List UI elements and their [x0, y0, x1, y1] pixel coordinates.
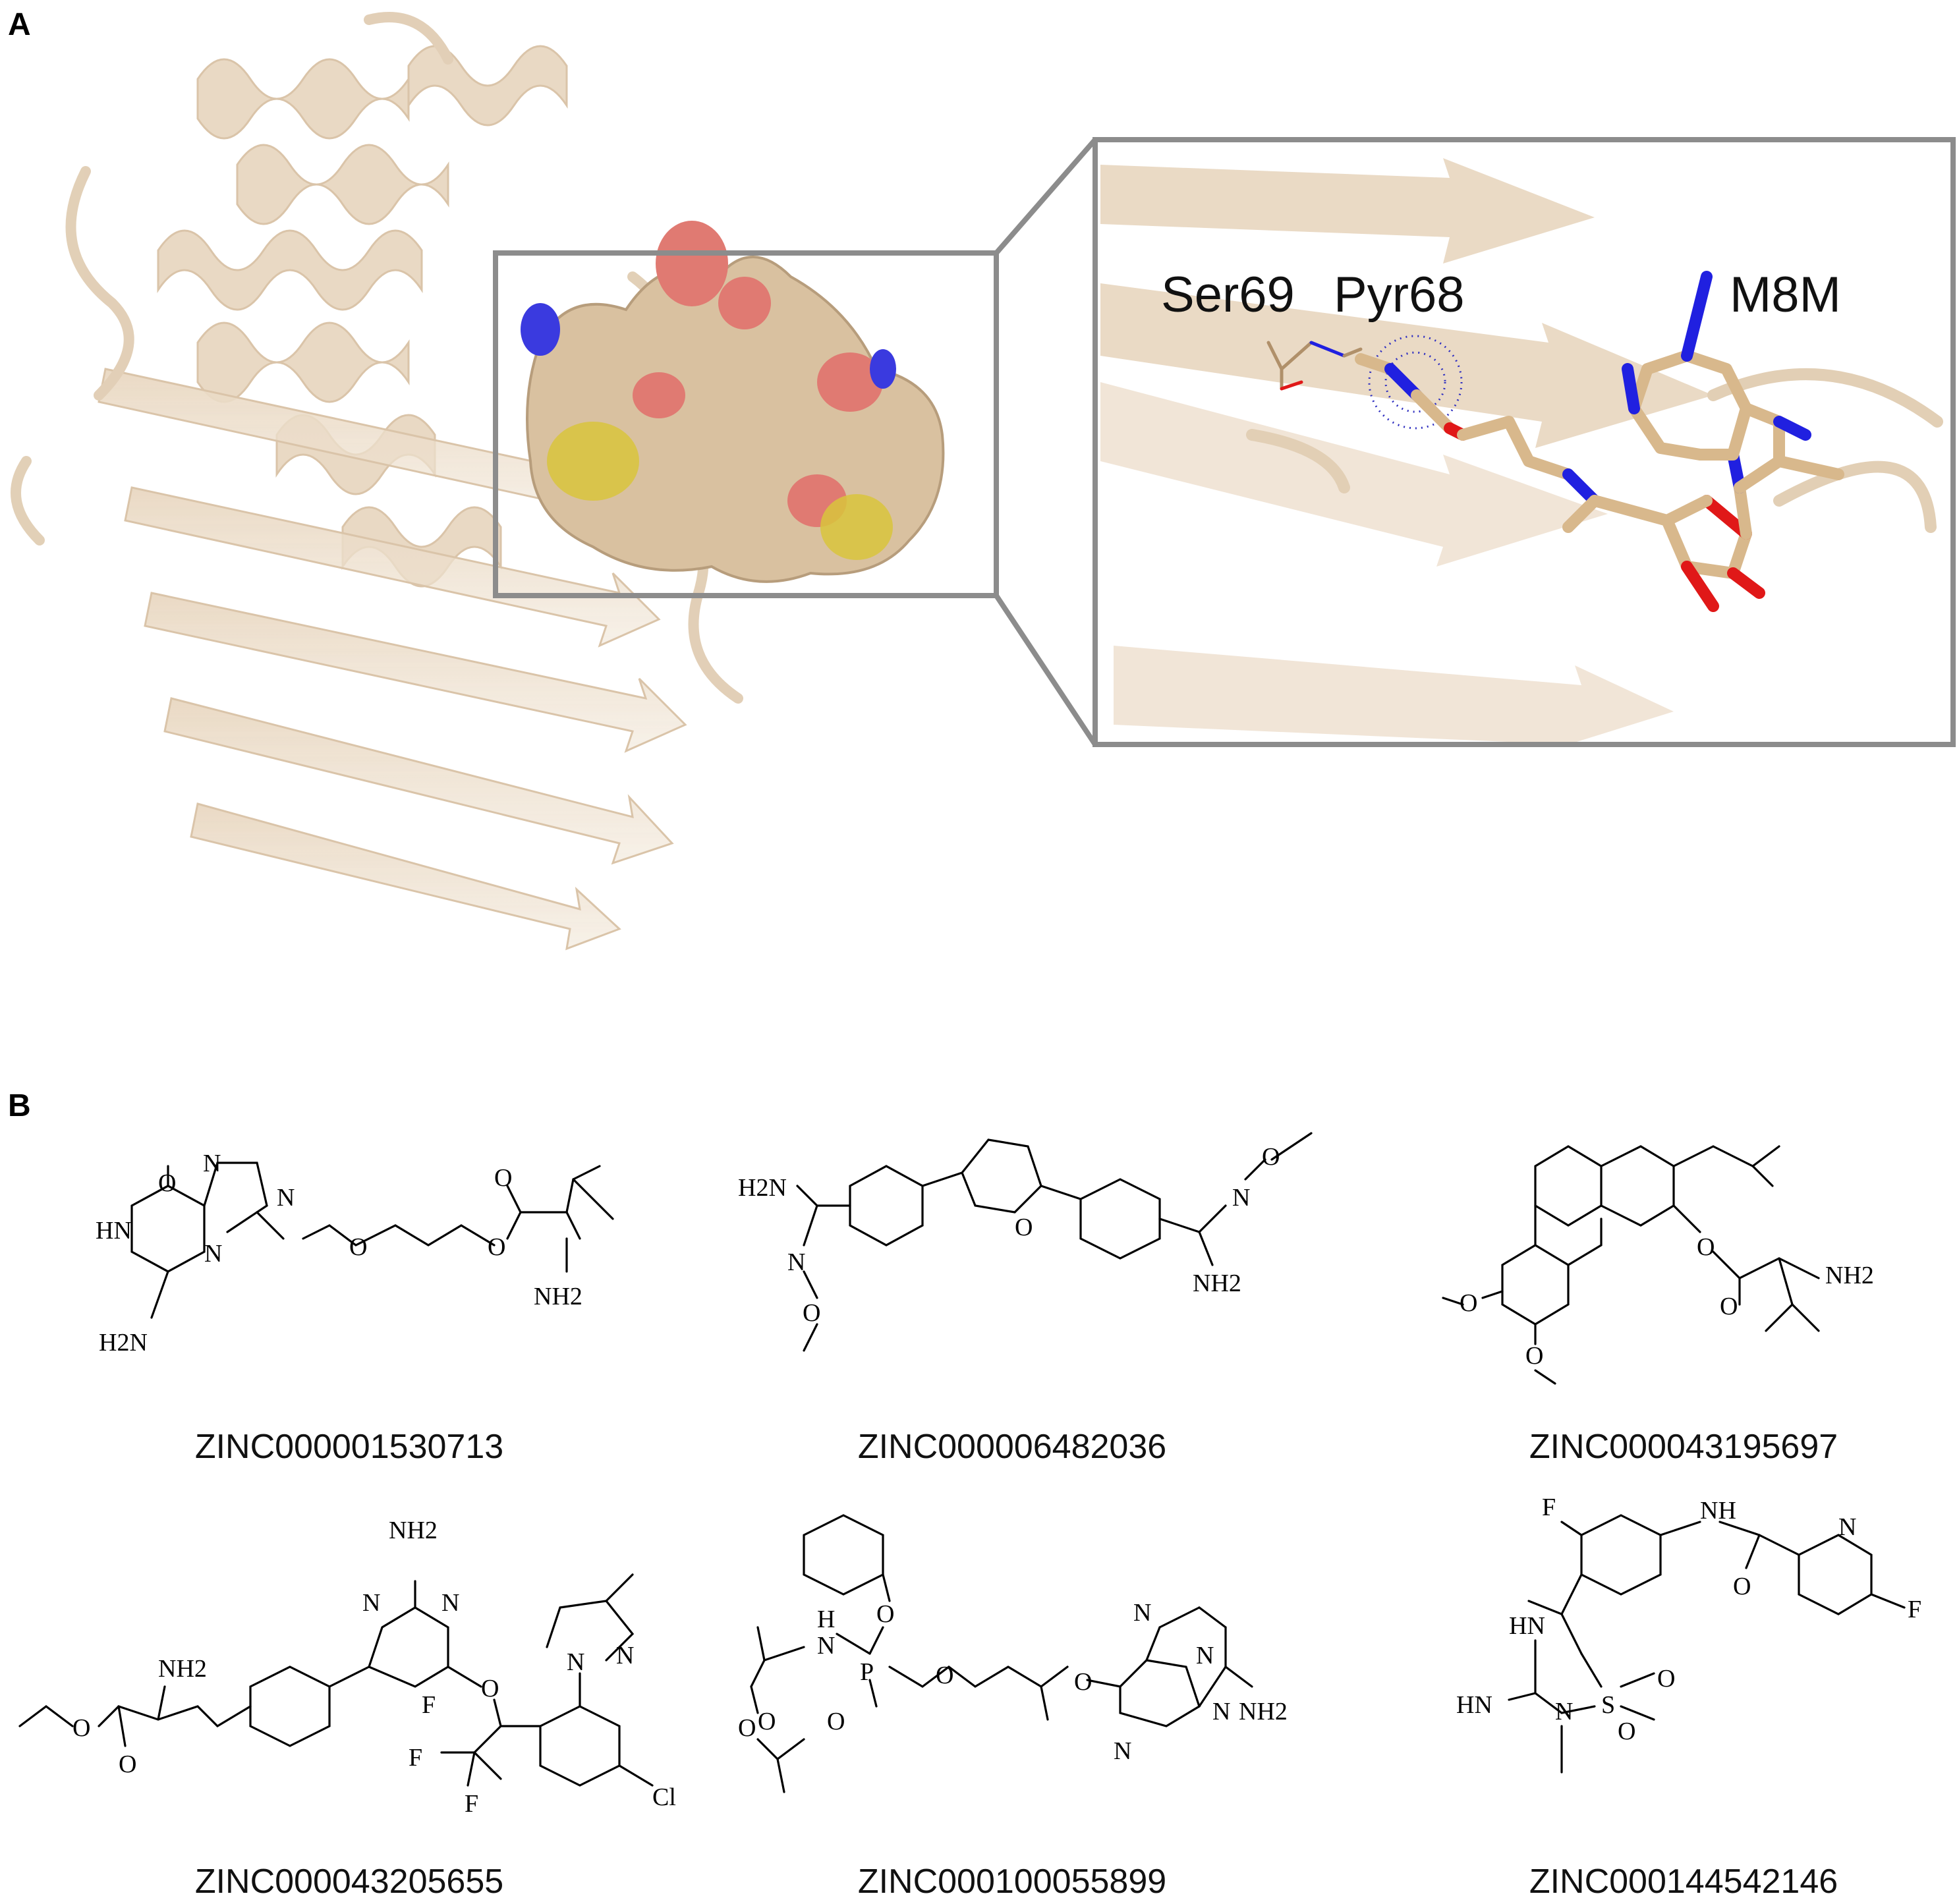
- atom-label: O: [1460, 1289, 1477, 1317]
- panel-b-letter: B: [8, 1088, 31, 1123]
- inset-label-pyr68: Pyr68: [1334, 267, 1465, 323]
- molecule-2-bonds: [796, 1132, 1313, 1352]
- atom-label: F: [1908, 1596, 1921, 1623]
- atom-label: O: [827, 1708, 845, 1735]
- atom-label: NH2: [1825, 1262, 1874, 1289]
- atom-label: O: [1657, 1665, 1675, 1693]
- atom-label: O: [1697, 1233, 1715, 1261]
- atom-label: O: [481, 1675, 499, 1702]
- atom-label: O: [158, 1169, 176, 1197]
- atom-label: O: [1262, 1143, 1280, 1171]
- atom-label: O: [488, 1233, 505, 1261]
- atom-label: N: [362, 1589, 380, 1617]
- atom-label: O: [738, 1714, 756, 1742]
- atom-label: N: [203, 1150, 221, 1177]
- panel-a-illustration: [11, 12, 1956, 951]
- atom-label: O: [758, 1708, 776, 1735]
- molecule-2-atoms: H2N N O O N O NH2: [738, 1143, 1280, 1327]
- atom-label: O: [119, 1750, 136, 1778]
- atom-label: NH2: [1239, 1698, 1288, 1725]
- atom-label: N: [1232, 1184, 1250, 1212]
- atom-label: NH: [1700, 1497, 1736, 1525]
- atom-label: N: [1114, 1737, 1131, 1765]
- atom-label: O: [349, 1233, 367, 1261]
- atom-label: N: [1133, 1599, 1151, 1627]
- atom-label: O: [1720, 1293, 1738, 1320]
- atom-label: O: [72, 1714, 90, 1742]
- atom-label: NH2: [1193, 1270, 1241, 1297]
- atom-label: O: [1015, 1214, 1033, 1241]
- atom-label: H2N: [99, 1329, 148, 1357]
- helix-bundle-top: [157, 45, 568, 588]
- inset-frame: [1093, 137, 1956, 747]
- molecule-5-id: ZINC000100055899: [857, 1862, 1167, 1901]
- atom-label: NH2: [158, 1655, 207, 1683]
- molecule-6-atoms: F NH N HN HN N S O O O F: [1456, 1494, 1921, 1745]
- protein-cartoon: [11, 12, 743, 951]
- inset-label-m8m: M8M: [1730, 267, 1841, 323]
- atom-label: H2N: [738, 1174, 787, 1202]
- atom-label: H: [817, 1606, 835, 1633]
- atom-label: HN: [1509, 1612, 1545, 1640]
- atom-label: N: [787, 1248, 805, 1276]
- zoom-connector-top: [994, 138, 1098, 255]
- molecule-4-id: ZINC000043205655: [194, 1862, 504, 1901]
- inset-view: [1095, 140, 1953, 744]
- ligand-sticks: [1355, 271, 1844, 612]
- dot-sphere: [1368, 335, 1463, 430]
- atom-label: N: [277, 1184, 295, 1212]
- molecule-3-bonds: [1442, 1145, 1820, 1385]
- atom-label: N: [817, 1632, 835, 1660]
- atom-label: O: [936, 1662, 953, 1689]
- molecule-1-bonds: [130, 1162, 614, 1319]
- molecule-5-atoms: O H N P O O O N N N N NH2 O O: [738, 1599, 1288, 1765]
- zoom-box: [493, 250, 999, 598]
- atom-label: Cl: [652, 1783, 676, 1811]
- molecule-6-id: ZINC000144542146: [1529, 1862, 1838, 1901]
- atom-label: N: [204, 1240, 222, 1268]
- atom-label: F: [465, 1790, 478, 1818]
- atom-label: O: [876, 1600, 894, 1628]
- molecule-6-bonds: [1508, 1514, 1906, 1774]
- molecule-2-id: ZINC000006482036: [857, 1428, 1167, 1466]
- atom-label: N: [616, 1642, 634, 1669]
- atom-label: P: [860, 1658, 874, 1686]
- beta-sheet: [98, 368, 687, 951]
- molecule-4-bonds: [18, 1573, 654, 1787]
- atom-label: F: [409, 1744, 422, 1772]
- atom-label: HN: [1456, 1691, 1492, 1719]
- atom-label: N: [1555, 1698, 1573, 1725]
- molecule-3-id: ZINC000043195697: [1529, 1428, 1838, 1466]
- atom-label: S: [1601, 1691, 1615, 1719]
- atom-label: O: [1733, 1573, 1751, 1600]
- atom-label: NH2: [534, 1283, 582, 1310]
- molecule-1-atoms: O N N HN N H2N O O O NH2: [96, 1150, 582, 1357]
- atom-label: HN: [96, 1217, 132, 1245]
- molecule-4-atoms: NH2 N N O N N NH2 O O F F F Cl: [72, 1517, 676, 1818]
- molecule-1-id: ZINC000001530713: [194, 1428, 504, 1466]
- atom-label: O: [803, 1299, 820, 1327]
- atom-label: O: [1074, 1668, 1092, 1696]
- atom-label: N: [567, 1648, 584, 1676]
- atom-label: O: [1618, 1718, 1635, 1745]
- panel-a-letter: A: [8, 7, 31, 42]
- molecule-5-bonds: [750, 1514, 1253, 1793]
- binding-site-surface: [521, 221, 945, 583]
- atom-label: F: [422, 1691, 436, 1719]
- atom-label: N: [1212, 1698, 1230, 1725]
- inset-label-ser69: Ser69: [1161, 267, 1295, 323]
- atom-label: NH2: [389, 1517, 438, 1544]
- molecule-3-atoms: O O O NH2 O: [1460, 1233, 1874, 1370]
- atom-label: O: [494, 1164, 512, 1192]
- zoom-connector-bottom: [994, 594, 1098, 746]
- atom-label: F: [1542, 1494, 1556, 1521]
- atom-label: N: [1196, 1642, 1214, 1669]
- atom-label: O: [1525, 1342, 1543, 1370]
- atom-label: N: [441, 1589, 459, 1617]
- atom-label: N: [1838, 1513, 1856, 1541]
